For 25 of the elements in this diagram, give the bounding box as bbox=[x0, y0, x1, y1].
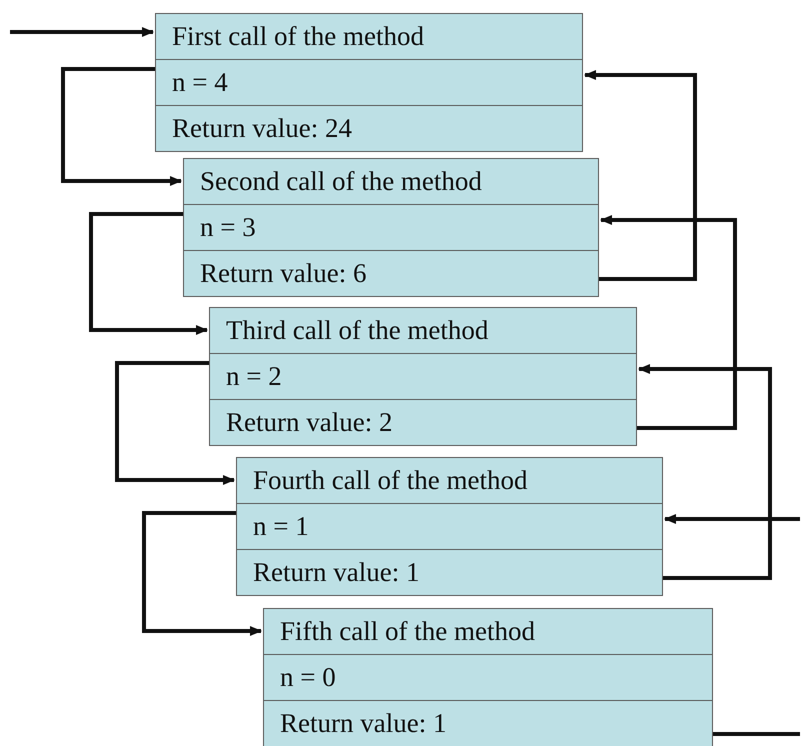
call-header-cell: Fourth call of the method bbox=[236, 457, 663, 504]
arrow bbox=[89, 212, 208, 335]
table-cell: n = 4 bbox=[155, 59, 583, 106]
arrow bbox=[115, 361, 235, 485]
table-cell: Return value: 24 bbox=[155, 105, 583, 152]
arrow bbox=[664, 514, 800, 524]
arrow bbox=[584, 70, 697, 281]
arrow bbox=[600, 215, 737, 430]
arrow bbox=[638, 364, 772, 580]
connector-line bbox=[713, 732, 800, 736]
call-header-cell: Second call of the method bbox=[183, 158, 599, 205]
call-header-cell: Third call of the method bbox=[209, 307, 637, 354]
table-cell: n = 1 bbox=[236, 503, 663, 550]
table-cell: n = 3 bbox=[183, 204, 599, 251]
table-cell: Return value: 2 bbox=[209, 399, 637, 446]
arrow bbox=[10, 27, 154, 37]
table-cell: n = 0 bbox=[263, 654, 713, 701]
table-cell: Return value: 6 bbox=[183, 250, 599, 297]
table-cell: n = 2 bbox=[209, 353, 637, 400]
call-header-cell: First call of the method bbox=[155, 13, 583, 60]
arrow bbox=[142, 511, 262, 636]
table-cell: Return value: 1 bbox=[236, 549, 663, 596]
call-header-cell: Fifth call of the method bbox=[263, 608, 713, 655]
table-cell: Return value: 1 bbox=[263, 700, 713, 746]
arrow bbox=[61, 67, 182, 186]
